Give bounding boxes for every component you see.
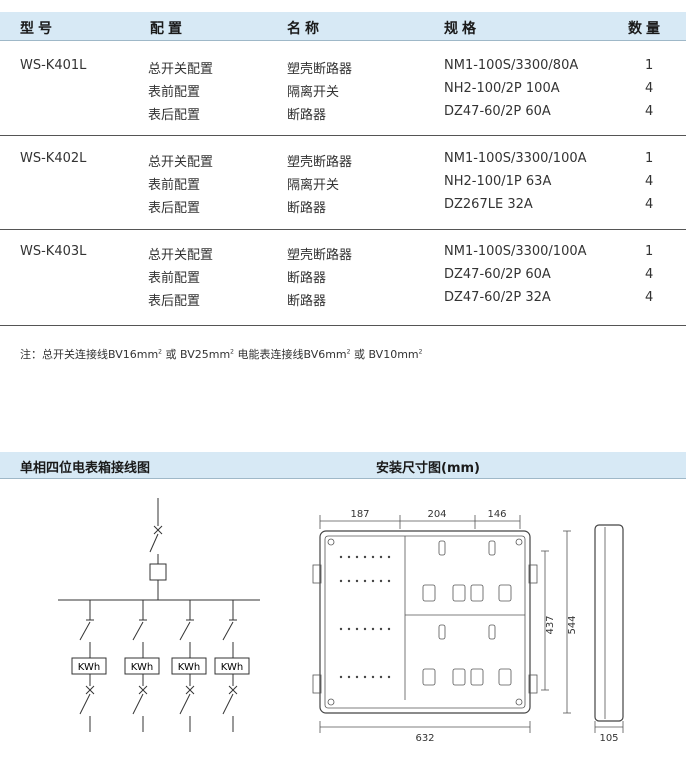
- header-spec: 规格: [444, 21, 480, 37]
- dim-105: 105: [599, 733, 618, 744]
- wiring-note: 注：总开关连接线BV16mm2 或 BV25mm2 电能表连接线BV6mm2 或…: [20, 346, 422, 362]
- model-cell: WS-K401L: [20, 58, 87, 73]
- qty-cell: 1: [645, 151, 654, 166]
- config-cell: 表前配置: [148, 271, 201, 286]
- config-cell: 表后配置: [148, 108, 201, 123]
- name-cell: 断路器: [287, 108, 327, 123]
- kwh-meter: KWh: [124, 657, 160, 675]
- config-cell: 总开关配置: [148, 62, 214, 77]
- header-qty: 数量: [628, 21, 664, 37]
- wiring-diagram: KWh KWh KWh KWh: [58, 498, 260, 732]
- header-config: 配置: [150, 21, 186, 37]
- spec-cell: NH2-100/1P 63A: [444, 174, 552, 189]
- dim-204: 204: [427, 509, 446, 520]
- install-dimension-title: 安装尺寸图(mm): [376, 461, 480, 476]
- kwh-meter: KWh: [71, 657, 107, 675]
- name-cell: 断路器: [287, 294, 327, 309]
- qty-cell: 1: [645, 244, 654, 259]
- dim-146: 146: [487, 509, 506, 520]
- dim-632: 632: [415, 733, 434, 744]
- note-text-2: 或 BV25mm: [162, 348, 231, 361]
- spec-cell: DZ47-60/2P 32A: [444, 290, 551, 305]
- section-title-bar: 单相四位电表箱接线图 安装尺寸图(mm): [0, 452, 686, 479]
- dim-187: 187: [350, 509, 369, 520]
- note-sup: 2: [418, 348, 423, 356]
- model-cell: WS-K402L: [20, 151, 87, 166]
- qty-cell: 4: [645, 174, 654, 189]
- qty-cell: 4: [645, 267, 654, 282]
- note-sup: 2: [158, 348, 162, 356]
- installation-dimension-drawing: 187 204 146 632 105 437 544: [312, 509, 624, 744]
- model-cell: WS-K403L: [20, 244, 87, 259]
- spec-cell: DZ267LE 32A: [444, 197, 533, 212]
- kwh-label: KWh: [78, 662, 100, 673]
- dim-544: 544: [567, 615, 578, 634]
- wiring-diagram-title: 单相四位电表箱接线图: [20, 461, 151, 476]
- spec-cell: NM1-100S/3300/100A: [444, 151, 587, 166]
- config-cell: 总开关配置: [148, 155, 214, 170]
- config-cell: 表后配置: [148, 294, 201, 309]
- config-cell: 表前配置: [148, 178, 201, 193]
- spec-cell: DZ47-60/2P 60A: [444, 104, 551, 119]
- row-divider: [0, 135, 686, 136]
- config-cell: 表前配置: [148, 85, 201, 100]
- header-name: 名称: [287, 21, 323, 37]
- note-text-3: 电能表连接线BV6mm: [233, 348, 347, 361]
- note-text-4: 或 BV10mm: [350, 348, 419, 361]
- qty-cell: 4: [645, 290, 654, 305]
- config-cell: 总开关配置: [148, 248, 214, 263]
- note-sup: 2: [230, 348, 234, 356]
- kwh-label: KWh: [131, 662, 153, 673]
- name-cell: 断路器: [287, 201, 327, 216]
- qty-cell: 4: [645, 197, 654, 212]
- name-cell: 塑壳断路器: [287, 155, 353, 170]
- name-cell: 塑壳断路器: [287, 248, 353, 263]
- row-divider: [0, 325, 686, 326]
- name-cell: 隔离开关: [287, 178, 340, 193]
- kwh-meter: KWh: [171, 657, 207, 675]
- row-divider: [0, 229, 686, 230]
- qty-cell: 4: [645, 104, 654, 119]
- kwh-label: KWh: [221, 662, 243, 673]
- dim-437: 437: [545, 615, 556, 634]
- name-cell: 断路器: [287, 271, 327, 286]
- name-cell: 隔离开关: [287, 85, 340, 100]
- spec-cell: NM1-100S/3300/80A: [444, 58, 579, 73]
- name-cell: 塑壳断路器: [287, 62, 353, 77]
- spec-cell: NM1-100S/3300/100A: [444, 244, 587, 259]
- note-text-1: 注：总开关连接线BV16mm: [20, 348, 159, 361]
- config-cell: 表后配置: [148, 201, 201, 216]
- qty-cell: 1: [645, 58, 654, 73]
- qty-cell: 4: [645, 81, 654, 96]
- kwh-meter: KWh: [214, 657, 250, 675]
- header-model: 型号: [20, 21, 56, 37]
- note-sup: 2: [346, 348, 351, 356]
- spec-cell: NH2-100/2P 100A: [444, 81, 560, 96]
- spec-cell: DZ47-60/2P 60A: [444, 267, 551, 282]
- kwh-label: KWh: [178, 662, 200, 673]
- table-header: 型号 配置 名称 规格 数量: [0, 12, 686, 41]
